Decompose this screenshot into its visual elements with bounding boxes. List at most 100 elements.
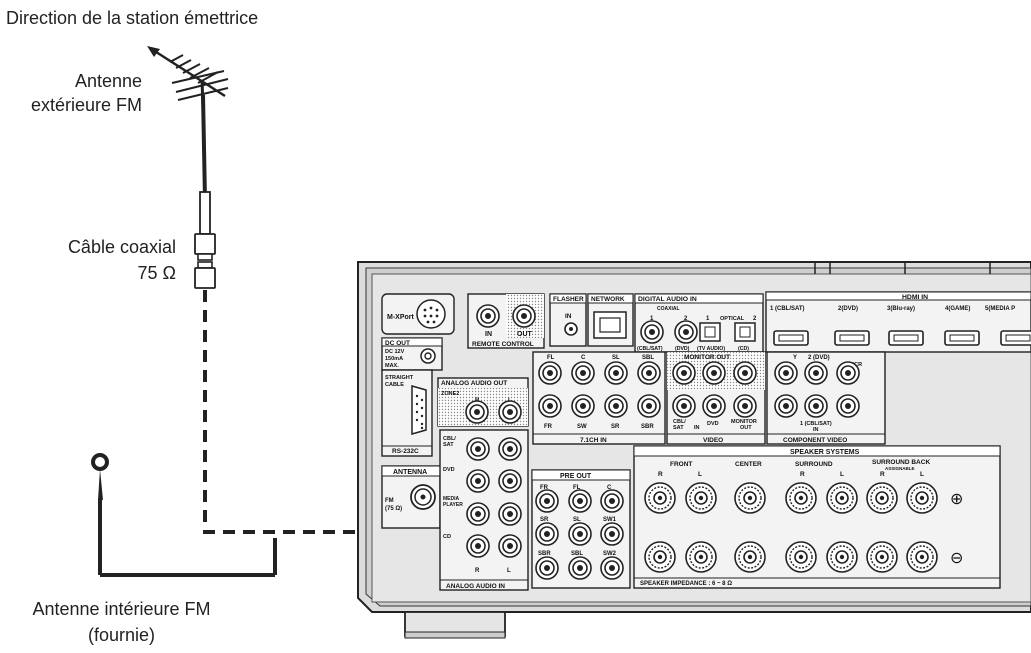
video-in-label: IN (694, 425, 700, 431)
pre-sw1: SW1 (603, 517, 617, 523)
pre-sbr-jack (535, 556, 559, 580)
coax-cable-label-2: 75 Ω (137, 263, 176, 283)
opt1-label: 1 (706, 316, 710, 322)
remote-in-label: IN (485, 331, 492, 338)
hdmi-3-port (888, 330, 924, 346)
zone2-r-jack (465, 400, 489, 424)
hdmi5-label: 5(MEDIA P (985, 306, 1015, 312)
hdmi3-label: 3(Blu-ray) (887, 306, 915, 312)
comp-y-label: Y (793, 355, 797, 361)
ch71-sbr: SBR (641, 424, 654, 430)
pre-out-label: PRE OUT (560, 473, 592, 480)
surround-back-label: SURROUND BACK (872, 459, 930, 466)
monitor-out-label: MONITOR OUT (684, 354, 730, 361)
dc-spec3: MAX. (385, 363, 399, 369)
comp2-y-jack (774, 361, 798, 385)
sp-sur-r-plus (785, 482, 817, 514)
flasher-in-label: IN (565, 313, 572, 320)
coaxial-label: COAXIAL (657, 306, 680, 312)
ain-sat-label: SAT (443, 442, 454, 448)
monitor-out-jack-3 (733, 361, 757, 385)
ch71-fl: FL (547, 355, 555, 361)
dig-tv-label: (TV AUDIO) (697, 346, 725, 352)
pre-fr: FR (540, 485, 549, 491)
sp-center-plus (734, 482, 766, 514)
pre-sbr: SBR (538, 551, 551, 557)
pre-sw2-jack (600, 556, 624, 580)
ain-media-l-jack (498, 502, 522, 526)
straight2-label: CABLE (385, 382, 404, 388)
video-monitor-label: MONITOR (731, 419, 757, 425)
ch71-fl-jack (538, 361, 562, 385)
mxport-label: M-XPort (387, 314, 415, 321)
pre-sw1-jack (600, 522, 624, 546)
speaker-impedance-label: SPEAKER IMPEDANCE : 6 ~ 8 Ω (640, 581, 732, 587)
comp1-pb-jack (804, 394, 828, 418)
ain-dvd-label: DVD (443, 467, 455, 473)
antenna-mast (201, 94, 207, 201)
ch71-c: C (581, 355, 586, 361)
video-monitor-jack (733, 394, 757, 418)
ain-cd-label: CD (443, 534, 451, 540)
ain-r-label: R (475, 568, 480, 574)
ch71-sw: SW (577, 424, 587, 430)
hdmi-4-port (944, 330, 980, 346)
pre-sl: SL (573, 517, 581, 523)
sp-sb-l-minus (906, 541, 938, 573)
ch71-in-label: 7.1CH IN (580, 437, 607, 444)
sp-front-r-minus (644, 541, 676, 573)
ain-l-label: L (507, 568, 511, 574)
sp-sb-r: R (880, 471, 885, 478)
sp-front-l-minus (685, 541, 717, 573)
ch71-sbr-jack (637, 394, 661, 418)
analog-out-label: ANALOG AUDIO OUT (441, 380, 507, 387)
ch71-sl-jack (604, 361, 628, 385)
video-dvd-jack (702, 394, 726, 418)
dc-out-label: DC OUT (385, 340, 410, 347)
sp-sur-r-minus (785, 541, 817, 573)
coaxial-2-jack (674, 320, 698, 344)
mxport-connector (416, 299, 446, 329)
comp1-pr-jack (836, 394, 860, 418)
dig-dvd-label: (DVD) (675, 346, 690, 352)
sp-front-r-plus (644, 482, 676, 514)
front-label: FRONT (670, 461, 692, 468)
ch71-sr: SR (611, 424, 620, 430)
coax2-label: 2 (684, 316, 688, 322)
coax-cable-dashed (203, 290, 360, 534)
sp-sur-l-minus (826, 541, 858, 573)
indoor-antenna-label-1: Antenne intérieure FM (32, 599, 211, 619)
ch71-c-jack (571, 361, 595, 385)
remote-out-jack (512, 304, 536, 328)
dc-spec1: DC 12V (385, 349, 405, 355)
network-label: NETWORK (591, 296, 625, 303)
pre-fr-jack (535, 489, 559, 513)
network-port (593, 311, 627, 339)
monitor-out-jack-2 (702, 361, 726, 385)
pre-sw2: SW2 (603, 551, 617, 557)
pre-fl: FL (573, 485, 581, 491)
video-sat-label: SAT (673, 425, 684, 431)
comp-1-label: 1 (CBL/SAT) (800, 421, 832, 427)
dig-cbl-label: (CBL/SAT) (637, 346, 663, 352)
component-video-label: COMPONENT VIDEO (783, 437, 847, 444)
coax1-label: 1 (650, 316, 654, 322)
fm-label: FM (385, 498, 394, 504)
dc-spec2: 150mA (385, 356, 403, 362)
comp-2dvd-label: 2 (DVD) (808, 355, 830, 361)
zone2-l-jack (498, 400, 522, 424)
plus-icon: ⊕ (950, 491, 963, 508)
hdmi4-label: 4(GAME) (945, 306, 970, 312)
center-label: CENTER (735, 461, 762, 468)
sp-sb-l-plus (906, 482, 938, 514)
ain-media-r-jack (466, 502, 490, 526)
sp-front-l: L (698, 471, 702, 478)
indoor-antenna-label-2: (fournie) (87, 625, 156, 645)
sp-sb-r-plus (866, 482, 898, 514)
hdmi2-label: 2(DVD) (838, 306, 858, 312)
hdmi-1-port (773, 330, 809, 346)
sp-sur-l-plus (826, 482, 858, 514)
sp-sur-r: R (800, 471, 805, 478)
